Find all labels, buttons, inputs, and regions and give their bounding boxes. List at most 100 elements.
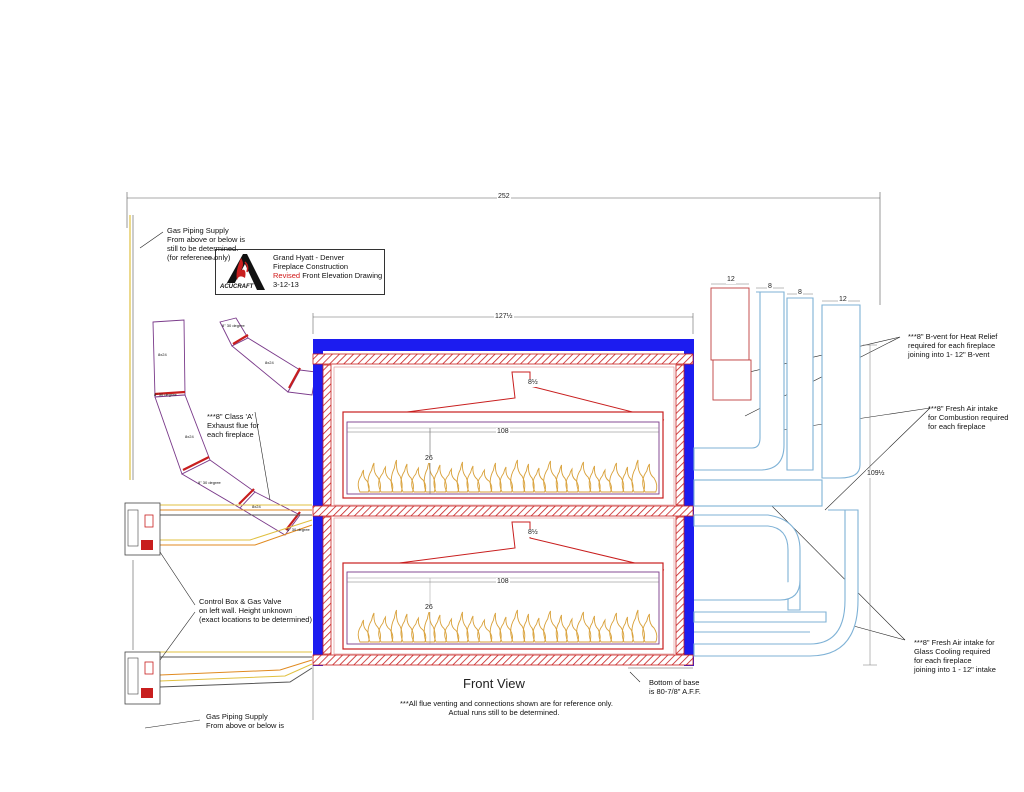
flame-shape bbox=[609, 462, 625, 493]
flame-shape bbox=[510, 609, 526, 643]
flames-lower bbox=[357, 609, 658, 643]
dim-firebox-width-bottom: 108 bbox=[496, 578, 510, 586]
dim-vent-4: 12 bbox=[838, 296, 848, 304]
flame-shape bbox=[642, 463, 658, 493]
elbow-label-1: 8" 30 degree bbox=[154, 392, 177, 397]
flame-shape bbox=[466, 465, 480, 493]
flame-shape bbox=[477, 468, 493, 493]
flame-shape bbox=[543, 610, 559, 643]
title-line-1: Grand Hyatt - Denver bbox=[273, 253, 345, 262]
logo-wordmark: ACUCRAFT bbox=[220, 283, 254, 292]
note-fresh-air-glass: ***8" Fresh Air intake for Glass Cooling… bbox=[914, 638, 996, 674]
flame-shape bbox=[499, 616, 513, 643]
flame-shape bbox=[378, 615, 394, 643]
title-date: 3-12-13 bbox=[273, 280, 299, 289]
flame-shape bbox=[444, 617, 460, 643]
flame-shape bbox=[631, 609, 645, 643]
flame-shape bbox=[466, 615, 480, 643]
elbow-label-3: 8" 30 degree bbox=[222, 323, 245, 328]
gas-lines-top bbox=[150, 504, 313, 546]
acucraft-logo bbox=[223, 254, 265, 290]
flame-shape bbox=[400, 463, 414, 493]
flame-shape bbox=[522, 463, 535, 493]
flame-shape bbox=[390, 609, 403, 643]
flame-shape bbox=[576, 461, 592, 493]
flame-shape bbox=[489, 612, 502, 643]
dim-firebox-height-bottom: 26 bbox=[424, 604, 434, 612]
flame-shape bbox=[433, 464, 447, 493]
flame-shape bbox=[522, 613, 535, 643]
flame-shape bbox=[598, 618, 612, 643]
note-exhaust: ***8" Class 'A' Exhaust flue for each fi… bbox=[207, 412, 260, 439]
flame-shape bbox=[378, 465, 394, 493]
note-bottom-base: Bottom of base is 80-7/8" A.F.F. bbox=[649, 678, 701, 696]
flame-shape bbox=[598, 468, 612, 493]
pipe-label-2: 8x24 bbox=[185, 434, 194, 439]
flame-shape bbox=[367, 462, 381, 493]
dim-vent-2: 8 bbox=[767, 283, 773, 291]
dim-offset-top: 8½ bbox=[527, 379, 539, 387]
note-flue-reference: ***All flue venting and connections show… bbox=[400, 699, 613, 717]
flame-shape bbox=[456, 461, 469, 493]
flame-shape bbox=[642, 613, 658, 643]
pipe-label-4: 8x24 bbox=[265, 360, 274, 365]
upper-fireplace bbox=[333, 366, 675, 506]
note-gas-bottom: Gas Piping Supply From above or below is bbox=[206, 712, 284, 730]
flame-shape bbox=[543, 460, 559, 493]
flame-shape bbox=[588, 465, 601, 493]
dim-overall-width: 252 bbox=[497, 193, 511, 201]
flame-shape bbox=[510, 459, 526, 493]
dim-firebox-height-top: 26 bbox=[424, 455, 434, 463]
note-fresh-air-combustion: ***8" Fresh Air intake for Combustion re… bbox=[928, 404, 1009, 431]
flame-shape bbox=[565, 467, 579, 493]
flame-shape bbox=[631, 459, 645, 493]
title-line-3: Revised Front Elevation Drawing bbox=[273, 271, 382, 280]
gas-piping-vertical bbox=[129, 215, 134, 480]
flame-shape bbox=[555, 614, 568, 643]
dim-vent-1: 12 bbox=[726, 276, 736, 284]
pipe-label-3: 8x24 bbox=[252, 504, 261, 509]
title-text: Grand Hyatt - Denver Fireplace Construct… bbox=[273, 253, 382, 289]
vent-ductwork bbox=[693, 287, 861, 657]
flame-shape bbox=[499, 466, 513, 493]
exhaust-flue-pipes bbox=[152, 317, 317, 536]
note-control-box: Control Box & Gas Valve on left wall. He… bbox=[199, 597, 312, 624]
title-block: ACUCRAFT Grand Hyatt - Denver Fireplace … bbox=[215, 249, 385, 295]
revised-rest: Front Elevation Drawing bbox=[300, 271, 383, 280]
flame-shape bbox=[555, 464, 568, 493]
flame-shape bbox=[411, 466, 427, 493]
lower-fireplace bbox=[333, 517, 675, 655]
flame-shape bbox=[357, 619, 370, 643]
revised-word: Revised bbox=[273, 271, 301, 280]
flame-shape bbox=[489, 462, 502, 493]
dim-offset-bottom: 8½ bbox=[527, 529, 539, 537]
note-bvent: ***8" B-vent for Heat Relief required fo… bbox=[908, 332, 998, 359]
flame-shape bbox=[576, 611, 592, 643]
elbow-label-4: 8" 30 degree bbox=[287, 527, 310, 532]
flame-shape bbox=[433, 614, 447, 643]
elbow-label-2: 8" 30 degree bbox=[198, 480, 221, 485]
dim-vent-3: 8 bbox=[797, 289, 803, 297]
flame-shape bbox=[357, 469, 370, 493]
flame-shape bbox=[367, 612, 381, 643]
exhaust-flue-red-bands bbox=[154, 334, 301, 531]
flame-shape bbox=[411, 616, 427, 643]
bottom-base-extension bbox=[312, 665, 693, 720]
note-gas-top: Gas Piping Supply From above or below is… bbox=[167, 226, 245, 262]
flame-shape bbox=[532, 467, 546, 493]
flame-shape bbox=[621, 466, 634, 493]
dim-frame-width: 127½ bbox=[494, 313, 514, 321]
steel-frame bbox=[313, 339, 694, 666]
flame-shape bbox=[456, 611, 469, 643]
flame-shape bbox=[609, 612, 625, 643]
flame-shape bbox=[532, 617, 546, 643]
flame-shape bbox=[588, 615, 601, 643]
flames-upper bbox=[357, 459, 658, 493]
flame-shape bbox=[444, 467, 460, 493]
flame-shape bbox=[565, 617, 579, 643]
hatched-beams bbox=[312, 353, 694, 666]
flame-shape bbox=[400, 613, 414, 643]
pipe-label-1: 8x24 bbox=[158, 352, 167, 357]
dim-firebox-width-top: 108 bbox=[496, 428, 510, 436]
